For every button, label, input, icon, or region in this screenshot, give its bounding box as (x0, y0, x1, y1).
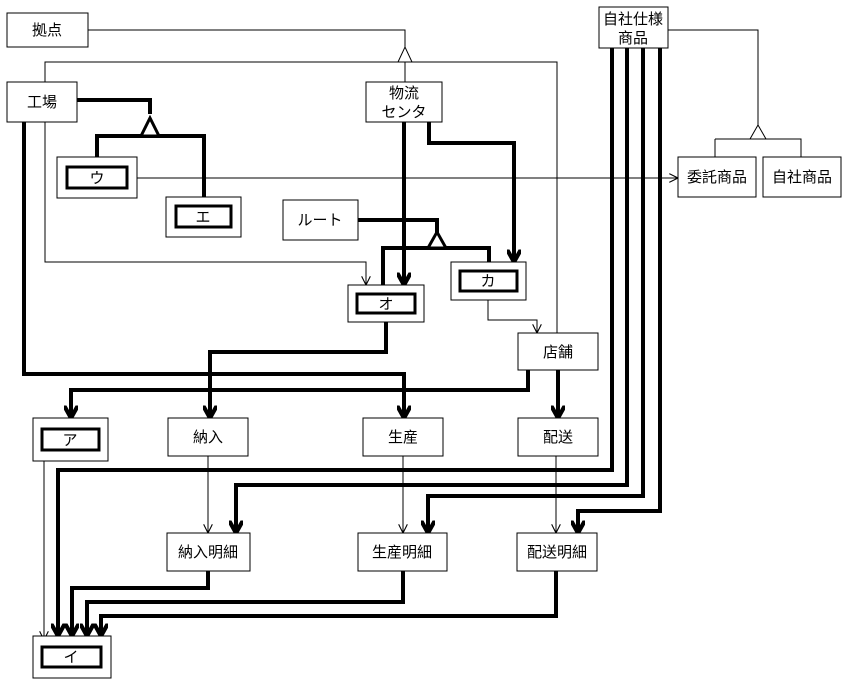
entity-seisan-label: 生産 (388, 428, 418, 446)
tenpo-to-a-line (71, 370, 530, 418)
entity-jisha-shiyou-label-2: 商品 (618, 29, 648, 47)
entity-e[interactable]: エ (165, 196, 242, 238)
shohin-to-seisan-meisai-line (428, 48, 645, 533)
ka-to-tenpo-line (487, 300, 537, 333)
entity-o[interactable]: オ (347, 284, 425, 323)
butsuryu-to-ka-line (427, 122, 514, 262)
entity-jisha-shohin[interactable]: 自社商品 (762, 156, 842, 198)
entity-butsuryu-label-2: センタ (381, 103, 426, 121)
haiso-meisai-to-i-line (101, 571, 558, 636)
kojo-to-o-line (44, 122, 366, 285)
nonyu-meisai-to-i-line (72, 571, 210, 636)
entity-e-label: エ (195, 208, 210, 226)
o-to-nonyu-line (210, 322, 388, 418)
entity-jisha-shohin-label: 自社商品 (772, 168, 832, 186)
entity-jisha-shiyou-shohin[interactable]: 自社仕様 商品 (598, 6, 669, 49)
entity-nonyu-meisai-label: 納入明細 (178, 543, 238, 561)
entity-seisan-meisai-label: 生産明細 (372, 543, 432, 561)
entity-haiso[interactable]: 配送 (517, 417, 599, 457)
entity-route-label: ルート (297, 211, 342, 229)
entity-kyoten[interactable]: 拠点 (6, 12, 89, 48)
seisan-meisai-to-i-line (87, 571, 405, 636)
jisha-shiyou-line (668, 29, 759, 125)
entity-route[interactable]: ルート (282, 199, 359, 241)
entity-o-label: オ (378, 295, 393, 313)
relationship-lines (22, 29, 802, 640)
entity-itaku-shohin-label: 委託商品 (687, 168, 747, 186)
shohin-supertype-triangle (749, 123, 767, 140)
entity-nonyu-meisai[interactable]: 納入明細 (166, 532, 251, 572)
entity-haiso-meisai[interactable]: 配送明細 (516, 532, 598, 572)
entity-butsuryu-label-1: 物流 (389, 84, 419, 102)
shohin-to-nonyu-meisai-line (236, 48, 629, 533)
entity-i[interactable]: イ (32, 635, 112, 679)
entity-haiso-meisai-label: 配送明細 (527, 543, 587, 561)
entity-u-label: ウ (89, 169, 104, 187)
kyoten-supertype-triangle (397, 45, 413, 63)
entity-seisan-meisai[interactable]: 生産明細 (357, 532, 448, 572)
entity-nonyu-label: 納入 (193, 428, 223, 446)
entity-u[interactable]: ウ (56, 156, 138, 199)
entity-tenpo[interactable]: 店舗 (517, 332, 599, 371)
entity-jisha-shiyou-label-1: 自社仕様 (603, 10, 663, 28)
kojo-subtype-triangle (138, 114, 162, 138)
entity-a[interactable]: ア (32, 417, 109, 462)
route-subtype-triangle (425, 228, 449, 250)
entity-kojo-label: 工場 (27, 93, 57, 111)
shohin-sub-line (714, 138, 802, 157)
kojo-subtype-line (77, 98, 152, 114)
kyoten-line (88, 29, 406, 47)
kojo-to-seisan-line (22, 122, 404, 418)
entity-i-label: イ (63, 648, 78, 666)
entity-kyoten-label: 拠点 (32, 21, 62, 39)
kyoten-sub-line-tenpo (405, 61, 558, 333)
entity-butsuryu-center[interactable]: 物流 センタ (365, 81, 443, 123)
entity-seisan[interactable]: 生産 (362, 417, 444, 457)
entity-ka-label: カ (480, 272, 495, 290)
entity-haiso-label: 配送 (543, 428, 573, 446)
entity-nonyu[interactable]: 納入 (167, 417, 249, 457)
entity-itaku-shohin[interactable]: 委託商品 (677, 156, 757, 198)
shohin-to-i-line (58, 48, 614, 636)
entity-a-label: ア (62, 431, 77, 449)
shohin-to-haiso-meisai-line (578, 48, 662, 533)
route-subtype-line (358, 218, 439, 234)
entity-kojo[interactable]: 工場 (6, 81, 78, 123)
entity-ka[interactable]: カ (450, 261, 527, 301)
entity-tenpo-label: 店舗 (543, 343, 573, 361)
kyoten-sub-line-kojo (44, 61, 406, 82)
